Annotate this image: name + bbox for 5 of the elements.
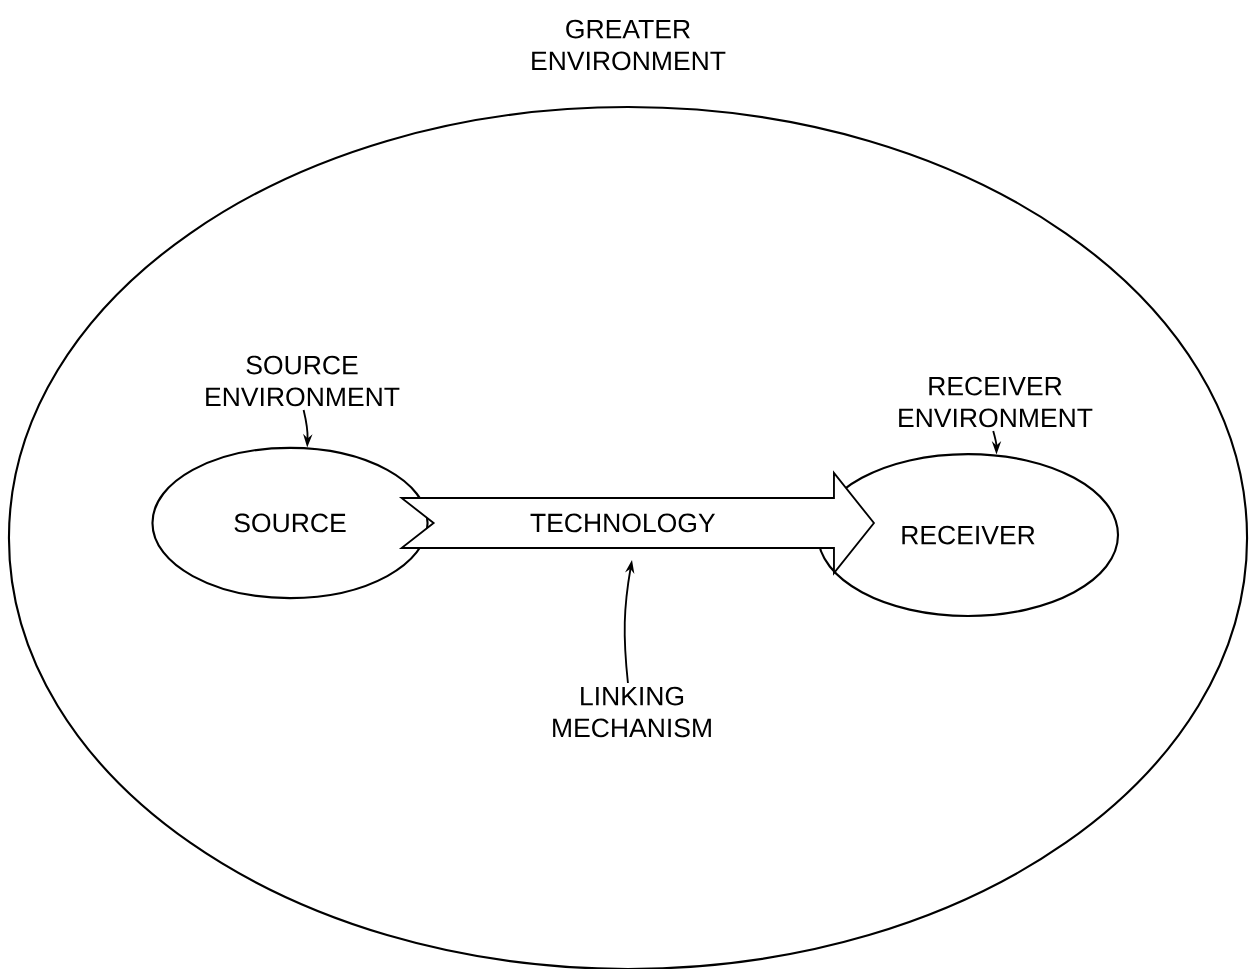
annotation-text: LINKING MECHANISM <box>553 686 711 738</box>
node-label: GREATER ENVIRONMENT <box>532 19 726 71</box>
edge-label: TECHNOLOGY <box>530 513 716 533</box>
annotation-text: RECEIVER ENVIRONMENT <box>899 376 1093 428</box>
annotation-text: SOURCE ENVIRONMENT <box>206 355 400 407</box>
